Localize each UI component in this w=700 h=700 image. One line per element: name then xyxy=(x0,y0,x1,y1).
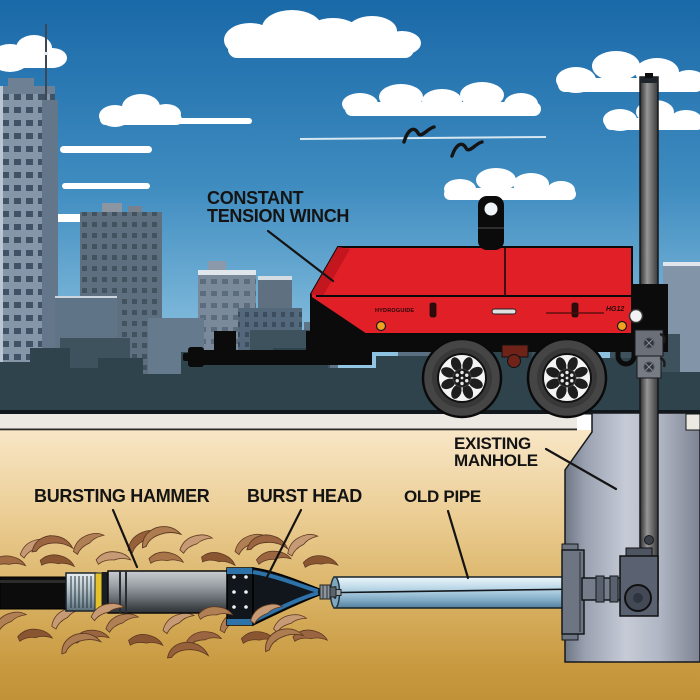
cloud xyxy=(444,168,576,200)
bracket-bolt xyxy=(643,337,655,373)
leader-hammer xyxy=(111,508,139,569)
birds xyxy=(402,125,484,158)
label-line: CONSTANT xyxy=(207,188,304,208)
pole-bracket xyxy=(628,308,666,379)
label-burst-head: BURST HEAD xyxy=(247,486,363,506)
pole-bolt xyxy=(644,535,654,545)
cable-roller xyxy=(628,308,644,324)
clouds xyxy=(0,10,700,222)
leader-manhole xyxy=(544,447,618,491)
label-bursting-hammer: BURSTING HAMMER xyxy=(34,486,210,506)
marker-light xyxy=(616,320,628,332)
manhole-pulley-assembly xyxy=(561,543,625,641)
bursting-hammer xyxy=(107,570,230,614)
building-parapet xyxy=(8,78,34,87)
trailer-brand-text: HYDROGUIDE xyxy=(375,308,415,314)
building-parapet xyxy=(0,86,55,94)
bird-icon xyxy=(450,140,484,158)
trailer-tongue xyxy=(183,331,372,367)
new-pipe xyxy=(0,576,69,610)
handle xyxy=(491,308,517,315)
label-existing-manhole: EXISTING MANHOLE xyxy=(454,434,538,470)
wheel-front xyxy=(421,337,503,419)
trailer-model-text: HG12 xyxy=(606,306,625,313)
label-line: MANHOLE xyxy=(454,450,538,470)
coupling-yellow-band xyxy=(94,572,103,612)
cloud xyxy=(0,35,67,72)
label-line: TENSION WINCH xyxy=(207,205,350,226)
rivets xyxy=(232,575,248,609)
label-constant-tension-winch: CONSTANT TENSION WINCH xyxy=(207,188,350,226)
antenna-light xyxy=(44,52,48,55)
roof-vent xyxy=(102,203,122,212)
winch-trailer xyxy=(183,196,668,419)
roof-cap xyxy=(198,270,256,275)
pavement-right xyxy=(685,413,700,431)
wheel-rear xyxy=(526,337,608,419)
building-b xyxy=(42,100,58,414)
cloud-wisp xyxy=(60,146,152,153)
roof-cap xyxy=(663,262,700,266)
leader-head xyxy=(264,508,303,581)
existing-manhole-structure xyxy=(564,412,700,663)
leader-pipe xyxy=(446,509,470,580)
roof-cap xyxy=(258,276,292,280)
rear-hook xyxy=(615,344,637,367)
marker-light xyxy=(375,320,387,332)
label-old-pipe: OLD PIPE xyxy=(404,487,481,506)
winch-cable xyxy=(339,588,587,594)
skyline-silhouette xyxy=(0,348,700,413)
cloud xyxy=(224,10,421,58)
cloud xyxy=(342,82,541,116)
pavement xyxy=(0,414,577,431)
pulley-housing xyxy=(619,547,659,617)
trailer-body xyxy=(310,246,633,335)
pipe-coupling xyxy=(65,572,109,612)
roof-vent xyxy=(208,261,226,270)
cloud-wisp xyxy=(168,118,252,124)
leader-lines xyxy=(111,229,618,581)
swivel-fitting xyxy=(319,584,342,600)
nose-black-triangle xyxy=(312,297,367,334)
lifting-eye xyxy=(478,196,504,250)
old-pipe xyxy=(329,576,587,609)
bird-icon xyxy=(402,125,436,144)
cloud xyxy=(99,94,182,127)
ground-line xyxy=(0,410,700,415)
contrail xyxy=(299,136,547,140)
roof-vent xyxy=(128,206,142,212)
cloud-wisp xyxy=(62,183,150,189)
leader-winch xyxy=(266,229,335,283)
label-line: EXISTING xyxy=(454,434,531,453)
axle-equalizer xyxy=(501,344,529,368)
building-edge-highlight xyxy=(0,86,3,414)
